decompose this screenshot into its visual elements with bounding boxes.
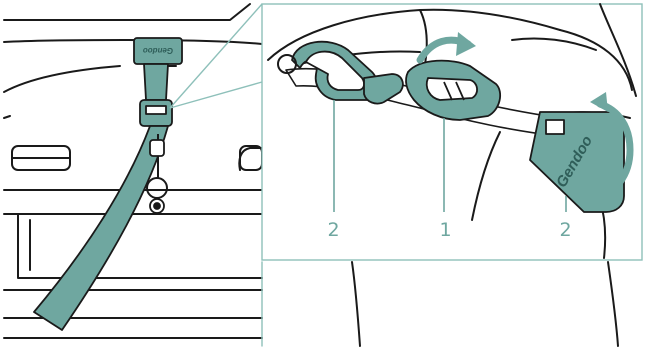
callout-label-right: 2 <box>559 219 572 241</box>
overview-brand-text: Gendoo <box>143 46 173 55</box>
overview-strap <box>34 38 182 330</box>
callout-label-left: 2 <box>327 219 340 241</box>
lower-seat-contour <box>262 262 618 346</box>
detail-panel: Gendoo 2 1 2 <box>262 4 642 260</box>
callout-label-middle: 1 <box>439 219 452 241</box>
overview-ring <box>147 178 167 198</box>
